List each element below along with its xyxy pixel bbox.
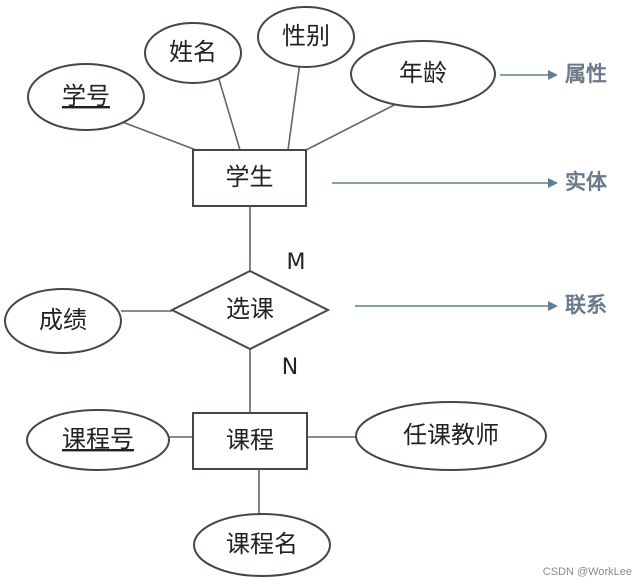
- attribute-name: 姓名: [144, 22, 242, 84]
- attribute-grade-label: 成绩: [39, 306, 87, 334]
- relationship-label: 选课: [226, 295, 274, 323]
- attribute-course-id: 课程号: [26, 409, 170, 471]
- entity-course-label: 课程: [226, 426, 274, 454]
- edge-gender: [287, 61, 301, 151]
- legend-pointers: [332, 70, 558, 311]
- connectors: [111, 61, 401, 514]
- edge-student-id: [111, 117, 197, 151]
- entity-student: 学生: [192, 149, 307, 207]
- attribute-course-id-label: 课程号: [62, 425, 134, 453]
- attribute-course-name: 课程名: [193, 513, 331, 577]
- relationship-enrollment: 选课: [169, 269, 331, 351]
- entity-course: 课程: [192, 412, 308, 470]
- legend-entity-label: 实体: [565, 170, 608, 194]
- cardinality-course: N: [282, 355, 298, 380]
- attribute-name-label: 姓名: [169, 38, 217, 66]
- entity-student-label: 学生: [226, 163, 274, 191]
- cardinality-student: M: [287, 250, 306, 275]
- edge-name: [217, 75, 241, 151]
- attribute-age-label: 年龄: [399, 59, 447, 87]
- attribute-gender-label: 性别: [282, 22, 330, 50]
- attribute-course-name-label: 课程名: [226, 530, 298, 558]
- attribute-gender: 性别: [257, 6, 355, 68]
- legend-relationship-label: 联系: [565, 293, 607, 317]
- attribute-student-id-label: 学号: [62, 82, 110, 110]
- attribute-age: 年龄: [350, 40, 496, 108]
- attribute-grade: 成绩: [4, 288, 122, 354]
- attribute-teacher: 任课教师: [355, 401, 547, 471]
- attribute-teacher-label: 任课教师: [403, 421, 499, 449]
- edge-age: [305, 101, 401, 151]
- legend-attribute-label: 属性: [565, 62, 607, 86]
- watermark-text: CSDN @WorkLee: [543, 566, 632, 578]
- attribute-student-id: 学号: [27, 63, 145, 131]
